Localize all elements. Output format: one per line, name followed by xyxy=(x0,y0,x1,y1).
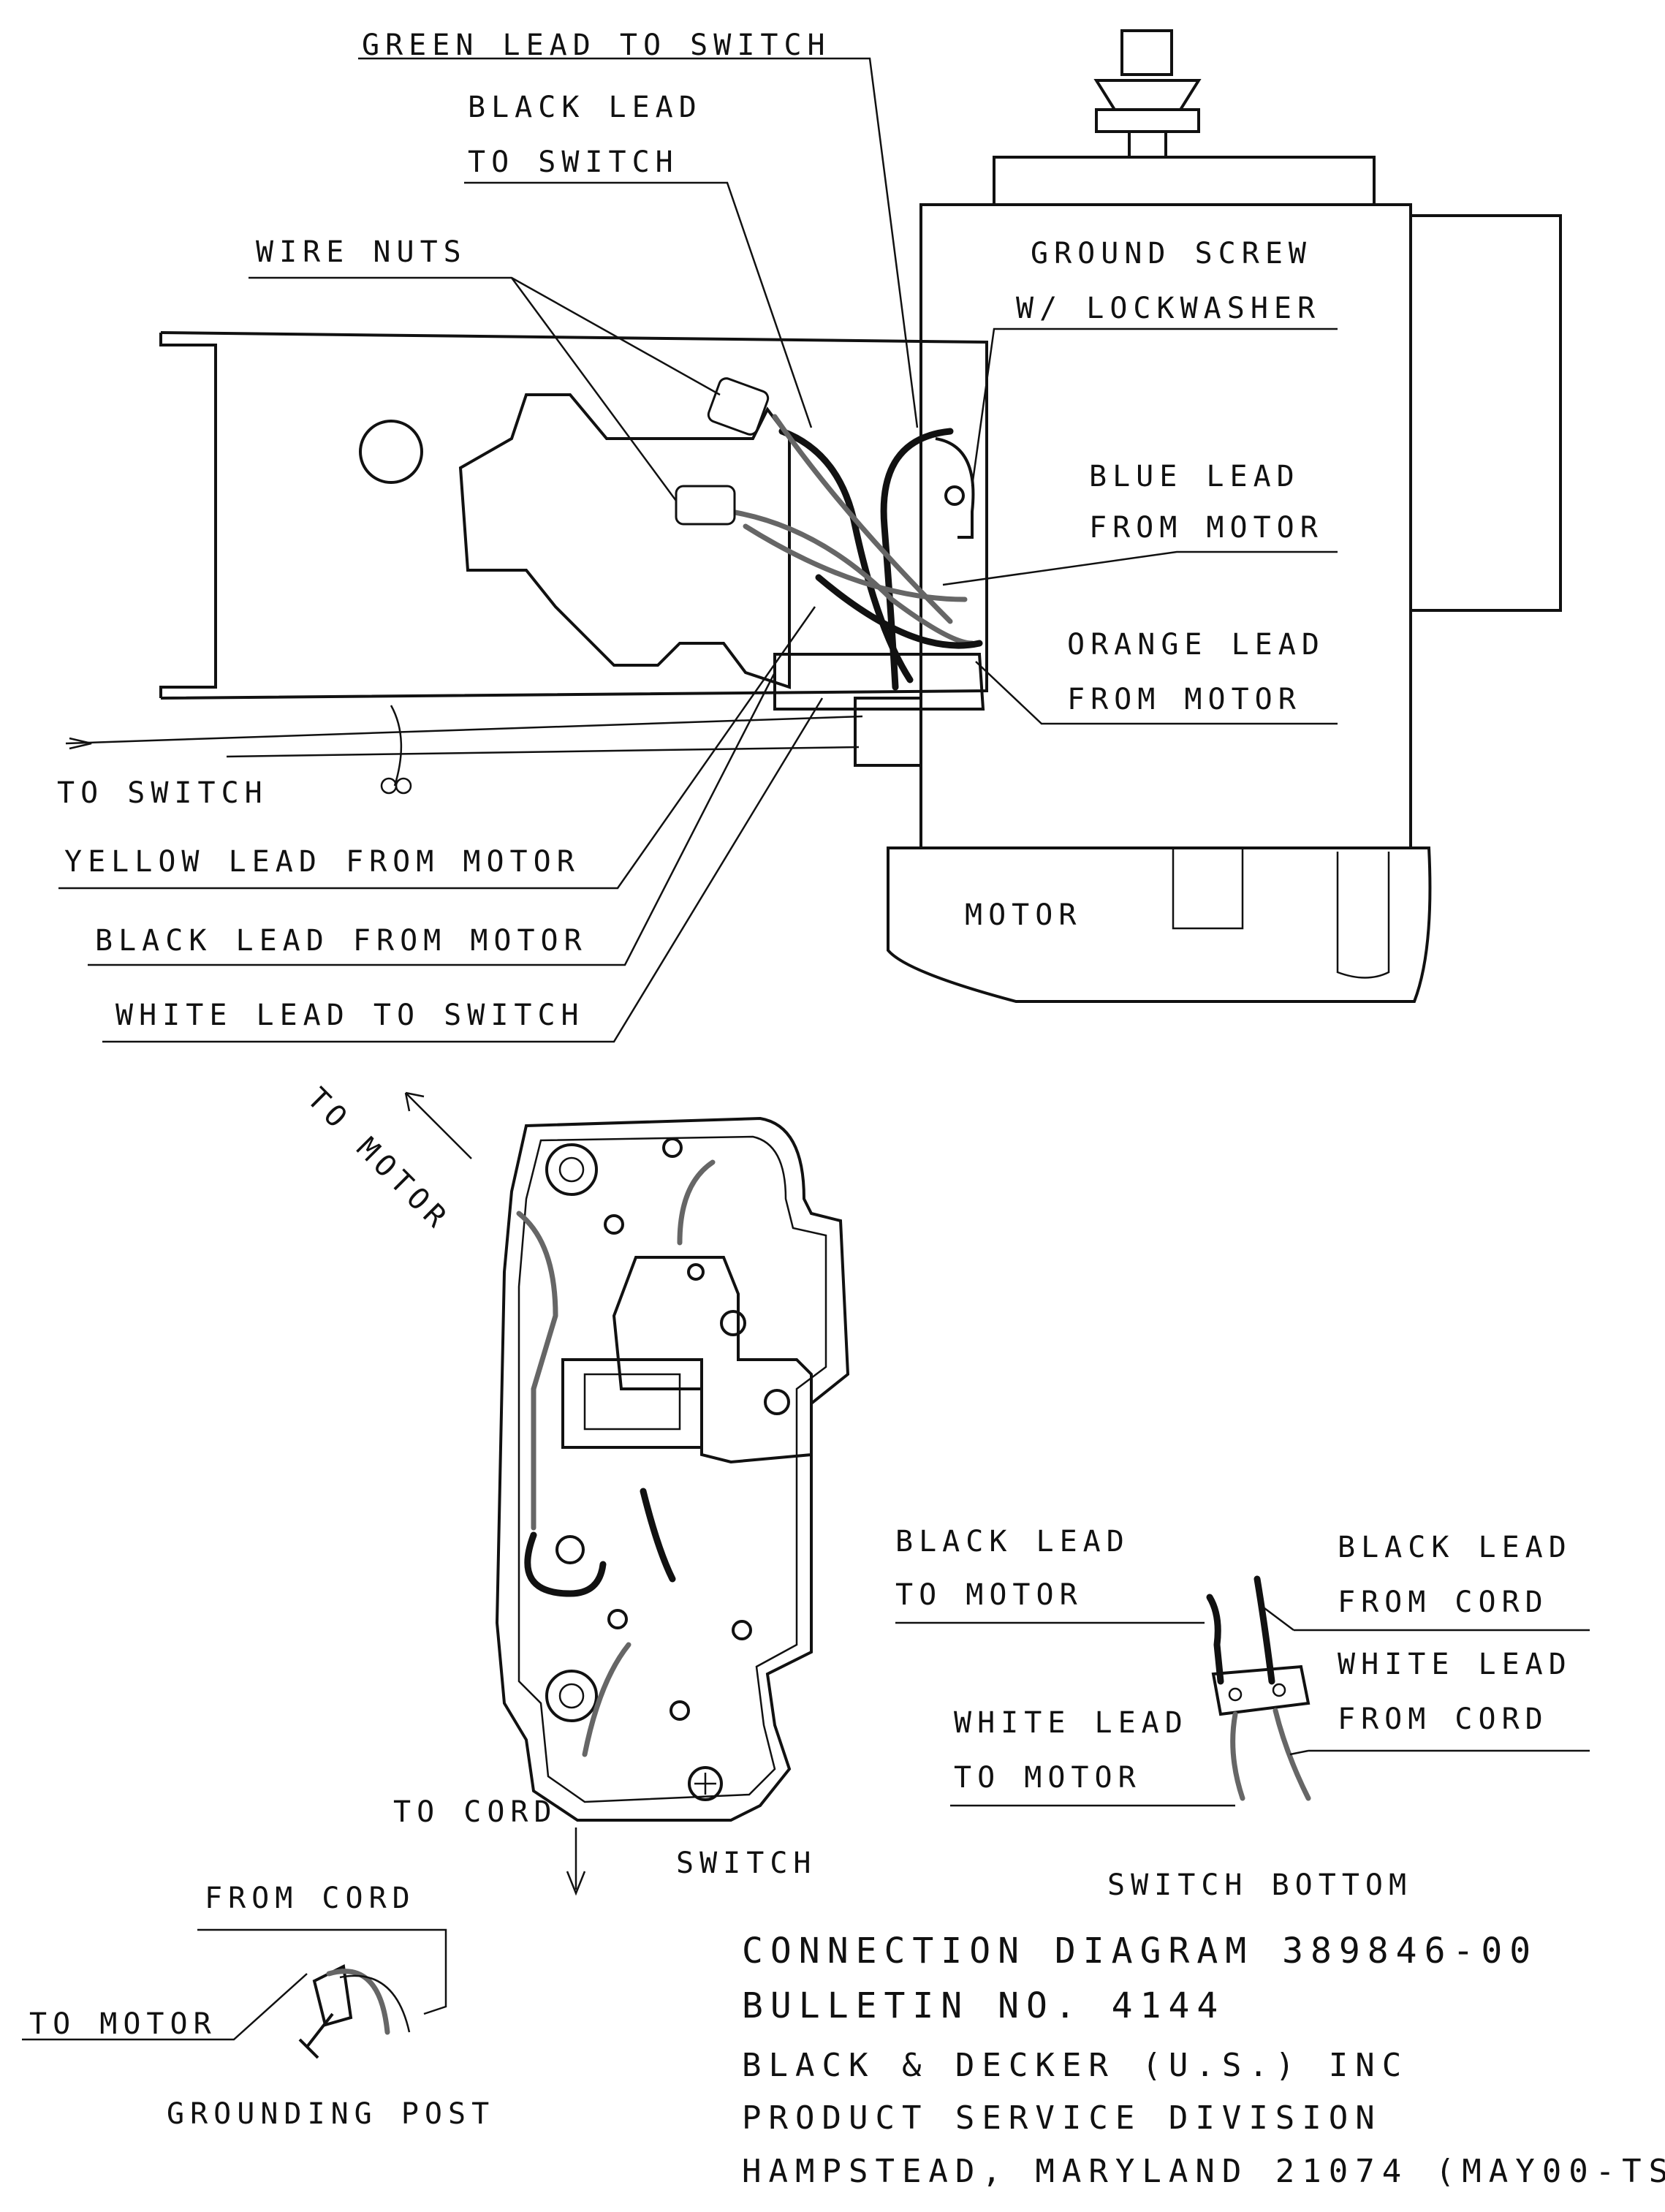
label-from-cord: FROM CORD xyxy=(205,1882,416,1915)
label-blue-lead-2: FROM MOTOR xyxy=(1089,511,1324,545)
motor-top-cap xyxy=(993,156,1376,206)
switch-arrows xyxy=(404,1091,586,1896)
title-line-4: PRODUCT SERVICE DIVISION xyxy=(742,2099,1382,2137)
title-line-1: CONNECTION DIAGRAM 389846-00 xyxy=(742,1931,1538,1972)
label-black-lead-to-motor-1: BLACK LEAD xyxy=(895,1525,1130,1558)
label-to-motor-ground: TO MOTOR xyxy=(29,2007,217,2041)
label-blue-lead-1: BLUE LEAD xyxy=(1089,460,1300,493)
switch-mount-hole-bottom xyxy=(545,1670,598,1722)
label-orange-lead-1: ORANGE LEAD xyxy=(1067,628,1325,662)
blue-lead-wire xyxy=(743,523,968,602)
title-line-3: BLACK & DECKER (U.S.) INC xyxy=(742,2047,1408,2084)
rocker-switch xyxy=(561,1358,703,1449)
switch-black-lead xyxy=(524,1531,607,1597)
label-ground-screw-1: GROUND SCREW xyxy=(1031,237,1312,270)
switch-housing-outline xyxy=(458,393,791,689)
black-lead-wire-2 xyxy=(880,428,954,691)
switch-mount-hole-top xyxy=(545,1143,598,1196)
to-switch-cable xyxy=(65,705,863,795)
label-to-switch: TO SWITCH xyxy=(57,776,268,810)
grounding-post xyxy=(22,1928,447,2059)
switch-bottom-assembly xyxy=(1206,1575,1311,1801)
label-black-lead-to-switch-2: TO SWITCH xyxy=(468,145,679,179)
label-switch: SWITCH xyxy=(676,1847,817,1880)
label-to-motor-arrow: TO MOTOR xyxy=(300,1082,457,1238)
label-white-lead-to-motor-1: WHITE LEAD xyxy=(954,1706,1188,1740)
title-line-2: BULLETIN NO. 4144 xyxy=(742,1985,1225,2026)
bracket-hole xyxy=(359,420,423,484)
label-green-lead-to-switch: GREEN LEAD TO SWITCH xyxy=(362,29,831,62)
ground-screw xyxy=(944,485,965,506)
label-black-lead-to-motor-2: TO MOTOR xyxy=(895,1578,1083,1612)
pulley-nut xyxy=(1120,29,1173,76)
label-orange-lead-2: FROM MOTOR xyxy=(1067,683,1302,716)
label-wire-nuts: WIRE NUTS xyxy=(256,235,467,269)
motor-leads xyxy=(675,377,983,691)
switch-assembly xyxy=(495,1116,850,1822)
title-line-5: HAMPSTEAD, MARYLAND 21074 (MAY00-TS) xyxy=(742,2153,1665,2190)
label-yellow-lead: YELLOW LEAD FROM MOTOR xyxy=(64,845,580,879)
motor-body xyxy=(887,29,1562,1003)
wire-nut-2 xyxy=(675,485,736,526)
label-black-lead-from-motor: BLACK LEAD FROM MOTOR xyxy=(95,924,588,958)
wire-nut-1 xyxy=(707,377,770,436)
label-grounding-post: GROUNDING POST xyxy=(167,2097,495,2131)
to-motor-arrow xyxy=(405,1092,472,1159)
label-white-lead-from-cord-1: WHITE LEAD xyxy=(1338,1648,1572,1681)
motor-side-box xyxy=(1409,214,1562,612)
label-white-lead-to-motor-2: TO MOTOR xyxy=(954,1761,1142,1795)
green-lead-wire xyxy=(772,414,953,624)
label-white-lead-from-cord-2: FROM CORD xyxy=(1338,1702,1549,1736)
label-black-lead-from-cord-2: FROM CORD xyxy=(1338,1586,1549,1619)
pulley xyxy=(1093,79,1202,111)
switch-screw xyxy=(688,1766,723,1801)
label-white-lead-to-switch: WHITE LEAD TO SWITCH xyxy=(115,999,585,1032)
label-black-lead-from-cord-1: BLACK LEAD xyxy=(1338,1531,1572,1564)
switch-housing xyxy=(495,1116,850,1822)
leader-lines-upper xyxy=(58,57,1338,1043)
label-to-cord: TO CORD xyxy=(393,1795,558,1829)
label-motor: MOTOR xyxy=(965,898,1082,932)
motor-end-cap xyxy=(887,846,1432,1003)
label-switch-bottom: SWITCH BOTTOM xyxy=(1107,1868,1412,1902)
white-lead-wire xyxy=(815,574,983,649)
mounting-bracket xyxy=(159,331,988,767)
switch-bottom-terminal xyxy=(1211,1664,1311,1716)
switch-plate xyxy=(612,1256,813,1464)
label-ground-screw-2: W/ LOCKWASHER xyxy=(1016,292,1321,325)
leader-lines-switch-bottom xyxy=(895,1607,1590,1807)
label-black-lead-to-switch-1: BLACK LEAD xyxy=(468,91,702,124)
